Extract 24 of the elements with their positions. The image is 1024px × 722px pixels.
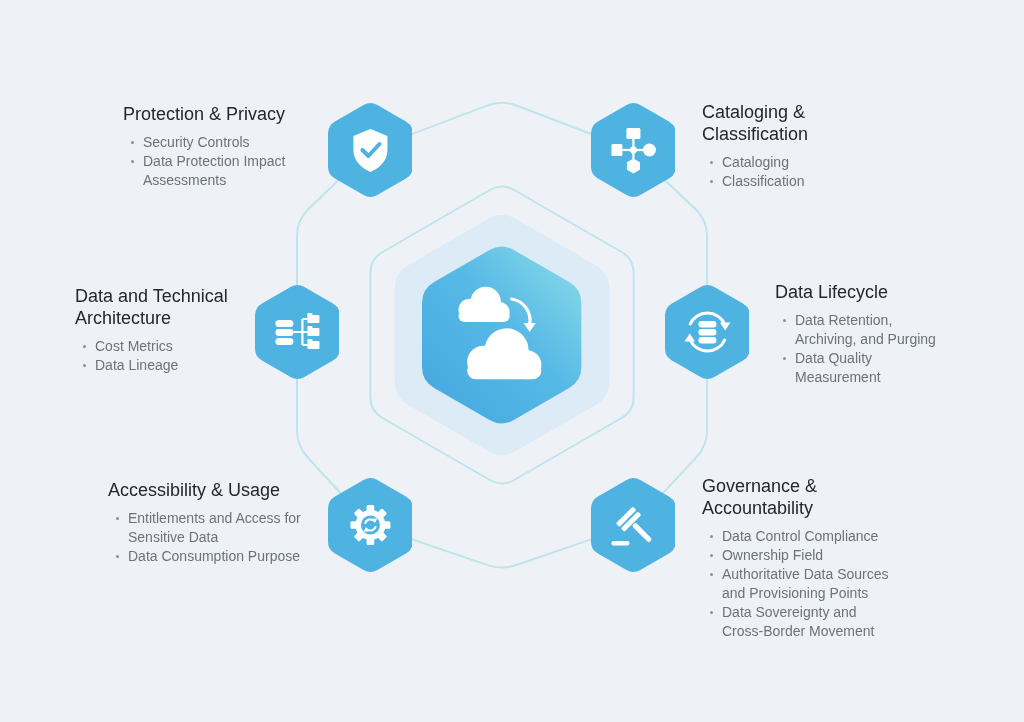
bullet-point: Classification [702,172,805,191]
section-heading: Accessibility & Usage [108,479,281,501]
connector-line [663,178,708,286]
bullet-point: Data Retention, Archiving, and Purging [775,311,945,349]
bullet-point: Data Lineage [75,356,179,375]
bullet-point: Security Controls [123,133,250,152]
connector-line [660,378,708,496]
bullet-point: Authoritative Data Sources and Provisioning Points [702,565,900,603]
bullet-point: Ownership Field [702,546,824,565]
bullet-point: Cost Metrics [75,337,173,356]
connector-line [296,178,341,286]
section-heading: Data and Technical Architecture [75,285,229,329]
bullet-point: Data Protection Impact Assessments [123,152,303,190]
section-heading: Cataloging & Classification [702,101,810,145]
bullet-point: Cataloging [702,153,789,172]
section-heading: Governance & Accountability [702,475,819,519]
bullet-point: Data Sovereignty and Cross-Border Movement [702,603,900,641]
section-heading: Data Lifecycle [775,281,889,303]
bullet-point: Data Consumption Purpose [108,547,300,566]
section-heading: Protection & Privacy [123,103,286,125]
bullet-point: Data Quality Measurement [775,349,945,387]
bullet-point: Entitlements and Access for Sensitive Data [108,509,323,547]
connector-line [296,378,343,496]
bullet-point: Data Control Compliance [702,527,879,546]
